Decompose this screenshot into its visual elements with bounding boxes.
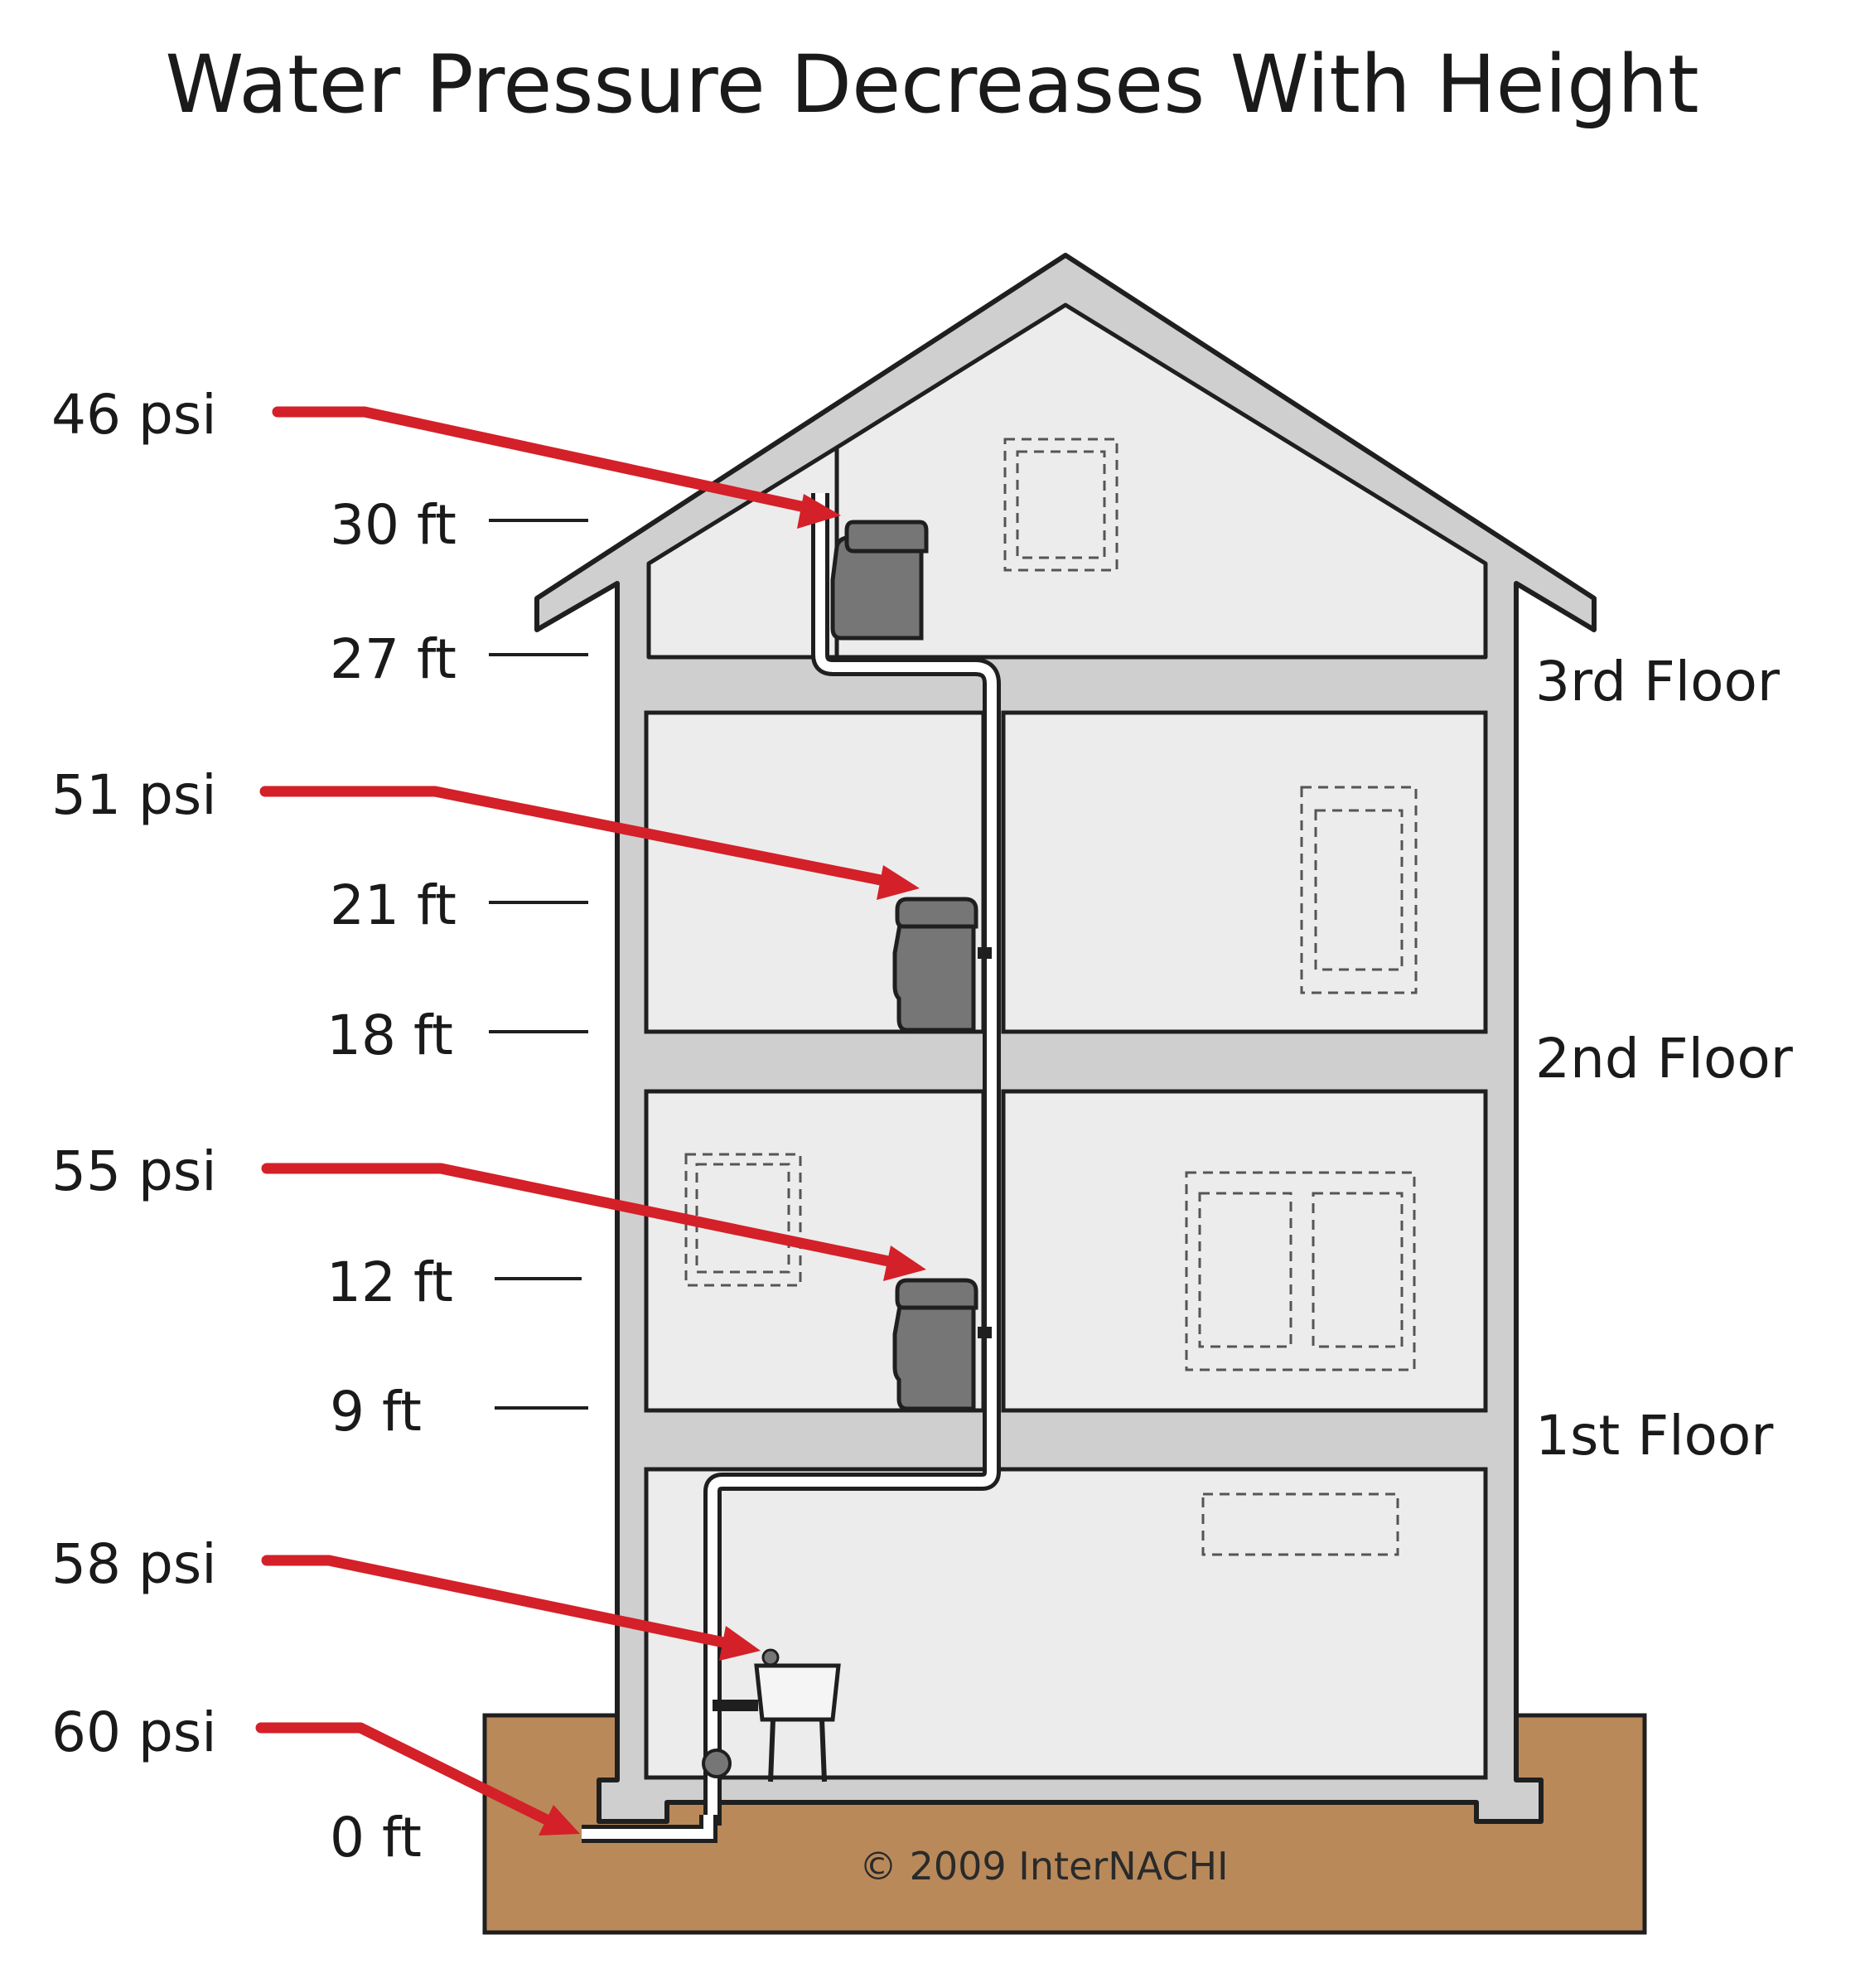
height-label: 30 ft [330, 493, 457, 557]
rooms [644, 710, 1488, 1780]
height-label: 21 ft [330, 873, 457, 937]
pressure-label-group: 46 psi 51 psi 55 psi 58 psi 60 psi [51, 383, 217, 1764]
arrow-51psi [259, 786, 899, 888]
windows [684, 438, 1418, 1556]
pressure-label: 55 psi [51, 1139, 217, 1203]
arrow-46psi [272, 406, 822, 515]
fixture-toilet-attic [830, 520, 929, 641]
height-label-group: 30 ft 27 ft 21 ft 18 ft 12 ft 9 ft 0 ft [326, 493, 457, 1869]
arrow-58psi [261, 1555, 742, 1651]
water-pipe [582, 493, 1001, 1843]
floor-label: 2nd Floor [1535, 1027, 1794, 1091]
fixture-toilet-3rd [892, 897, 978, 1033]
window-2nd-left [684, 1153, 802, 1287]
floor-label-group: 3rd Floor 2nd Floor 1st Floor [1535, 650, 1794, 1468]
copyright-text: © 2009 InterNACHI [859, 1844, 1229, 1889]
valve-icon [702, 1749, 732, 1778]
pressure-label: 58 psi [51, 1532, 217, 1596]
height-label: 12 ft [326, 1250, 453, 1314]
floor-label: 3rd Floor [1535, 650, 1780, 713]
pressure-label: 60 psi [51, 1700, 217, 1764]
room-3rd-right [1001, 710, 1488, 1034]
height-ticks [489, 519, 588, 1410]
pressure-label: 46 psi [51, 383, 217, 447]
window-1st [1201, 1492, 1399, 1556]
height-label: 18 ft [326, 1004, 453, 1067]
window-3rd [1300, 786, 1418, 994]
fixture-laundry-sink [754, 1648, 841, 1782]
height-label: 9 ft [330, 1380, 422, 1444]
arrow-60psi [255, 1722, 559, 1829]
height-label: 27 ft [330, 627, 457, 691]
floor-label: 1st Floor [1535, 1404, 1774, 1468]
window-2nd-right [1185, 1171, 1416, 1371]
room-2nd-right [1001, 1089, 1488, 1413]
arrowheads [539, 494, 926, 1836]
height-label: 0 ft [330, 1806, 422, 1869]
pressure-arrows [255, 406, 906, 1829]
diagram-title: Water Pressure Decreases With Height [165, 38, 1698, 131]
arrow-55psi [261, 1163, 906, 1270]
fixture-toilet-2nd [892, 1278, 978, 1411]
pressure-label: 51 psi [51, 763, 217, 827]
window-attic [1003, 438, 1119, 572]
